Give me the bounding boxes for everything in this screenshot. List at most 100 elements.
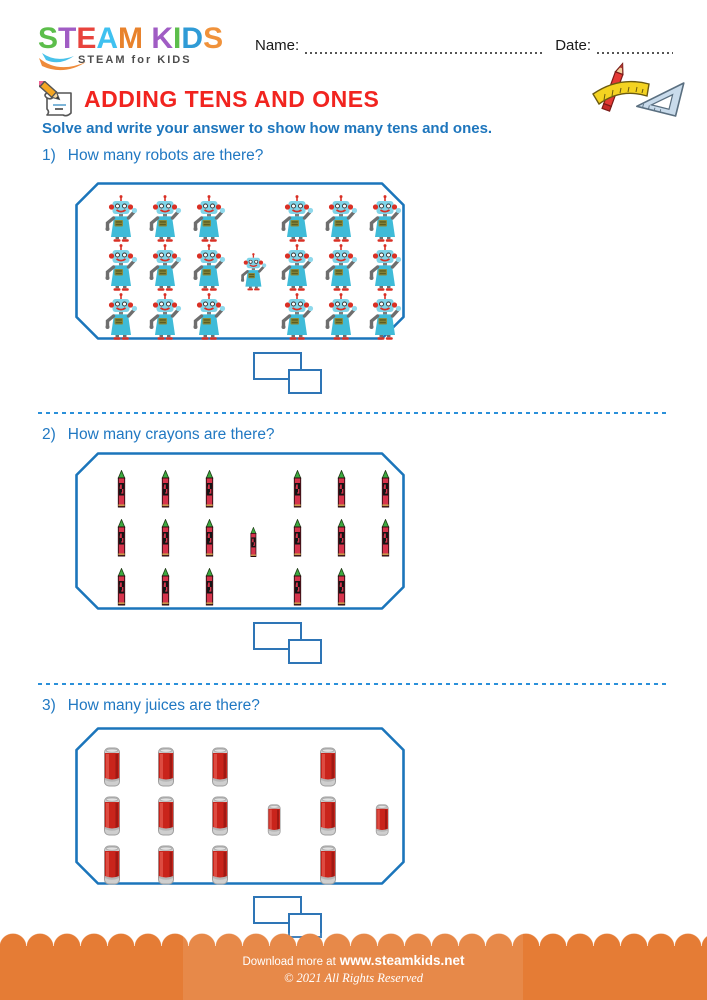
name-input-line[interactable] — [305, 38, 544, 54]
crayon-icon — [143, 512, 187, 561]
logo-tagline: STEAM for KIDS — [78, 54, 192, 66]
ruler-pencil-setsquare-icon — [592, 62, 685, 117]
robot-icon — [187, 242, 231, 291]
answer-box-small[interactable] — [288, 369, 322, 394]
question-1-label: 1) How many robots are there? — [42, 147, 263, 165]
crayon-icon — [275, 561, 319, 610]
juice-icon — [85, 787, 139, 836]
footer-center-band — [183, 933, 523, 1000]
crayon-icon — [275, 512, 319, 561]
robot-icon — [363, 242, 407, 291]
empty-cell — [355, 836, 409, 885]
robot-icon — [319, 193, 363, 242]
steam-kids-logo: STEAM KIDS STEAM for KIDS — [38, 24, 248, 82]
robot-icon — [275, 193, 319, 242]
logo-letter: M — [118, 22, 144, 55]
logo-letter: S — [203, 22, 224, 55]
question-1-answer-boxes — [253, 352, 323, 397]
logo-letter: E — [76, 22, 97, 55]
robot-icon — [143, 291, 187, 340]
robot-icon — [275, 291, 319, 340]
empty-cell — [231, 193, 275, 242]
question-number: 3) — [42, 697, 56, 714]
logo-letter: K — [151, 22, 174, 55]
empty-cell — [231, 561, 275, 610]
crayon-icon — [319, 512, 363, 561]
robot-icon — [231, 242, 275, 291]
crayon-grid — [75, 452, 405, 610]
robot-grid — [75, 182, 405, 340]
robot-icon — [99, 291, 143, 340]
crayon-icon — [187, 512, 231, 561]
crayon-icon — [99, 512, 143, 561]
crayon-icon — [319, 463, 363, 512]
date-input-line[interactable] — [597, 38, 674, 54]
logo-letter — [143, 24, 151, 54]
question-3-answer-boxes — [253, 896, 323, 941]
notepad-pencil-icon — [39, 81, 72, 117]
juice-icon — [193, 836, 247, 885]
robot-icon — [319, 291, 363, 340]
empty-cell — [247, 738, 301, 787]
juice-grid — [75, 727, 405, 885]
logo-letter: S — [38, 22, 59, 55]
logo-wordmark: STEAM KIDS — [38, 24, 248, 54]
question-text: How many juices are there? — [67, 697, 260, 714]
crayon-icon — [363, 463, 407, 512]
page-title: ADDING TENS AND ONES — [84, 86, 380, 112]
question-3-item-box — [75, 727, 405, 885]
juice-icon — [139, 787, 193, 836]
logo-letter: D — [181, 22, 204, 55]
empty-cell — [231, 291, 275, 340]
crayon-icon — [231, 512, 275, 561]
juice-icon — [193, 787, 247, 836]
crayon-icon — [99, 561, 143, 610]
empty-cell — [363, 561, 407, 610]
crayon-icon — [187, 561, 231, 610]
robot-icon — [143, 242, 187, 291]
name-date-row: Name: Date: — [255, 37, 674, 54]
juice-icon — [193, 738, 247, 787]
crayon-icon — [363, 512, 407, 561]
robot-icon — [363, 291, 407, 340]
juice-icon — [139, 738, 193, 787]
juice-icon — [139, 836, 193, 885]
item-box-border — [75, 727, 405, 885]
date-label: Date: — [555, 37, 592, 54]
section-divider — [38, 683, 670, 685]
footer-copyright: © 2021 All Rights Reserved — [283, 971, 424, 985]
answer-box-small[interactable] — [288, 639, 322, 664]
website-link[interactable]: www.steamkids.net — [339, 953, 465, 968]
robot-icon — [187, 291, 231, 340]
question-number: 1) — [42, 147, 56, 164]
question-2-label: 2) How many crayons are there? — [42, 426, 275, 444]
robot-icon — [275, 242, 319, 291]
robot-icon — [319, 242, 363, 291]
name-label: Name: — [255, 37, 300, 54]
logo-letter: I — [173, 22, 182, 55]
item-box-border — [75, 452, 405, 610]
juice-icon — [85, 836, 139, 885]
question-text: How many robots are there? — [67, 147, 264, 164]
question-1-item-box — [75, 182, 405, 340]
question-2-item-box — [75, 452, 405, 610]
juice-icon — [301, 787, 355, 836]
crayon-icon — [143, 463, 187, 512]
instructions: Solve and write your answer to show how … — [42, 120, 493, 137]
logo-swoosh-icon — [39, 53, 86, 71]
empty-cell — [231, 463, 275, 512]
question-text: How many crayons are there? — [67, 426, 275, 443]
crayon-icon — [143, 561, 187, 610]
empty-cell — [247, 836, 301, 885]
robot-icon — [143, 193, 187, 242]
crayon-icon — [99, 463, 143, 512]
crayon-icon — [275, 463, 319, 512]
logo-letter: T — [58, 22, 77, 55]
download-text: Download more at — [242, 956, 336, 968]
robot-icon — [99, 242, 143, 291]
juice-icon — [247, 787, 301, 836]
robot-icon — [187, 193, 231, 242]
